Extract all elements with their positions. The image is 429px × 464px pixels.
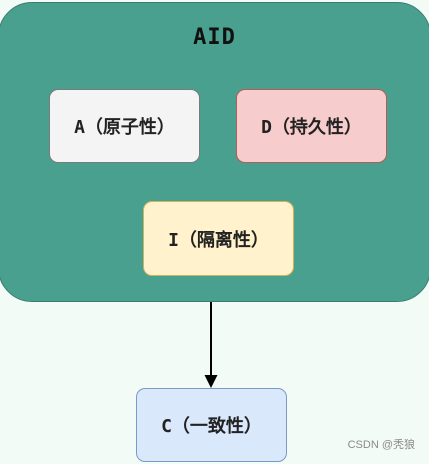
node-atomicity: A（原子性） [49, 89, 200, 163]
edge-arrowhead [204, 375, 218, 388]
node-consistency: C（一致性） [136, 388, 287, 462]
node-durability: D（持久性） [236, 89, 387, 163]
watermark: CSDN @秃狼 [347, 439, 415, 451]
aid-group-title: AID [193, 25, 236, 50]
node-isolation: I（隔离性） [143, 201, 294, 276]
